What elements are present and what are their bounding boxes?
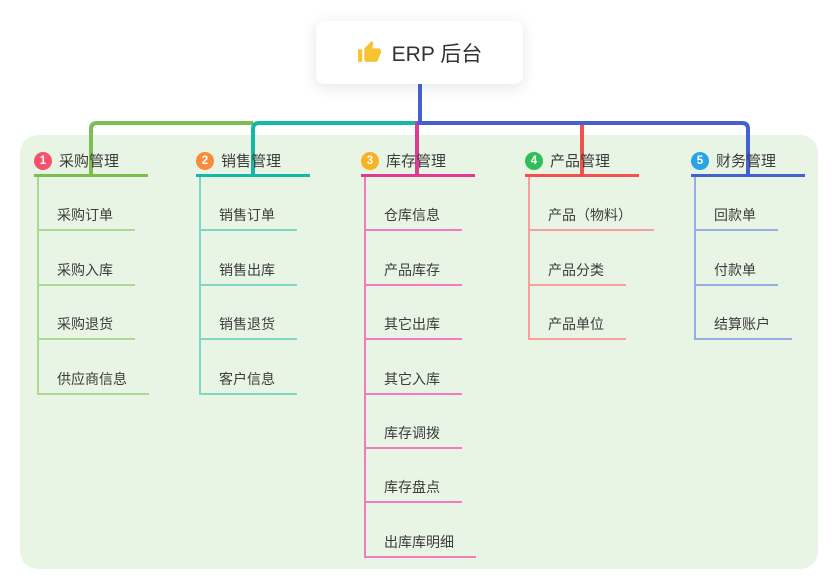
node-item[interactable]: 采购入库 bbox=[39, 231, 135, 286]
branch-number-badge: 3 bbox=[361, 151, 379, 170]
node-item[interactable]: 库存盘点 bbox=[366, 449, 462, 504]
node-item[interactable]: 销售订单 bbox=[201, 177, 297, 232]
branch-number-badge: 2 bbox=[196, 151, 214, 170]
node-item[interactable]: 销售退货 bbox=[201, 286, 297, 341]
node-item[interactable]: 产品单位 bbox=[530, 286, 626, 341]
node-item[interactable]: 产品库存 bbox=[366, 231, 462, 286]
branch-finance-children: 回款单 付款单 结算账户 bbox=[694, 177, 821, 341]
branch-number-badge: 5 bbox=[691, 151, 709, 170]
branch-purchase-children: 采购订单 采购入库 采购退货 供应商信息 bbox=[37, 177, 164, 395]
branch-product-header[interactable]: 4 产品管理 bbox=[525, 147, 639, 177]
branch-product: 4 产品管理 产品（物料） 产品分类 产品单位 bbox=[525, 147, 655, 341]
root-node[interactable]: ERP 后台 bbox=[316, 21, 523, 84]
node-item[interactable]: 回款单 bbox=[696, 177, 778, 232]
branch-label: 库存管理 bbox=[386, 153, 447, 170]
branch-purchase-header[interactable]: 1 采购管理 bbox=[34, 147, 148, 177]
branch-purchase: 1 采购管理 采购订单 采购入库 采购退货 供应商信息 bbox=[34, 147, 164, 395]
node-item[interactable]: 其它入库 bbox=[366, 340, 462, 395]
node-item[interactable]: 仓库信息 bbox=[366, 177, 462, 232]
branch-number-badge: 1 bbox=[34, 151, 52, 170]
branch-label: 销售管理 bbox=[221, 153, 282, 170]
branch-label: 采购管理 bbox=[59, 153, 120, 170]
branch-label: 财务管理 bbox=[716, 153, 777, 170]
branch-number-badge: 4 bbox=[525, 151, 543, 170]
branch-finance: 5 财务管理 回款单 付款单 结算账户 bbox=[691, 147, 821, 341]
node-item[interactable]: 付款单 bbox=[696, 231, 778, 286]
node-item[interactable]: 其它出库 bbox=[366, 286, 462, 341]
node-item[interactable]: 产品分类 bbox=[530, 231, 626, 286]
branch-finance-header[interactable]: 5 财务管理 bbox=[691, 147, 805, 177]
branch-inventory: 3 库存管理 仓库信息 产品库存 其它出库 其它入库 库存调拨 库存盘点 出库库… bbox=[361, 147, 491, 558]
branch-label: 产品管理 bbox=[550, 153, 611, 170]
branches-panel bbox=[20, 135, 818, 569]
node-item[interactable]: 供应商信息 bbox=[39, 340, 149, 395]
thumbs-up-icon bbox=[357, 41, 381, 62]
branch-sales: 2 销售管理 销售订单 销售出库 销售退货 客户信息 bbox=[196, 147, 326, 395]
node-item[interactable]: 采购订单 bbox=[39, 177, 135, 232]
branch-sales-children: 销售订单 销售出库 销售退货 客户信息 bbox=[199, 177, 326, 395]
branch-sales-header[interactable]: 2 销售管理 bbox=[196, 147, 310, 177]
node-item[interactable]: 产品（物料） bbox=[530, 177, 654, 232]
node-item[interactable]: 库存调拨 bbox=[366, 395, 462, 449]
root-title: ERP 后台 bbox=[391, 42, 483, 66]
node-item[interactable]: 采购退货 bbox=[39, 286, 135, 341]
node-item[interactable]: 销售出库 bbox=[201, 231, 297, 286]
node-item[interactable]: 客户信息 bbox=[201, 340, 297, 395]
node-item[interactable]: 结算账户 bbox=[696, 286, 792, 341]
node-item[interactable]: 出库库明细 bbox=[366, 503, 476, 558]
branch-inventory-children: 仓库信息 产品库存 其它出库 其它入库 库存调拨 库存盘点 出库库明细 bbox=[364, 177, 491, 558]
branch-product-children: 产品（物料） 产品分类 产品单位 bbox=[528, 177, 655, 341]
branch-inventory-header[interactable]: 3 库存管理 bbox=[361, 147, 475, 177]
